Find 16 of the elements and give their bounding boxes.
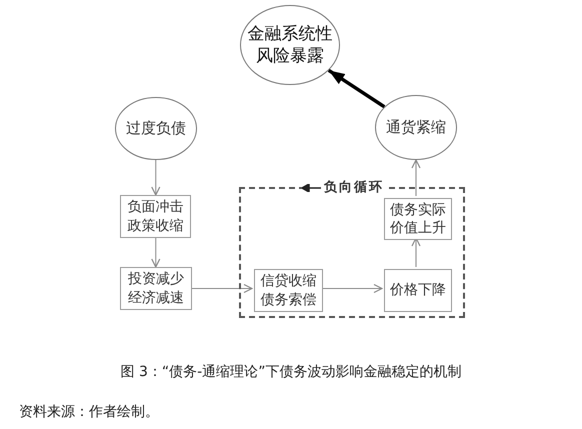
source-note: 资料来源：作者绘制。 [19,403,159,421]
arrow [328,68,386,108]
ellipse-node: 通货紧缩 [375,95,457,160]
process-box: 投资减少经济减速 [120,267,192,310]
loop-label: 负向循环 [321,178,387,196]
arrow [151,160,160,196]
arrow [192,284,253,294]
process-box: 债务实际价值上升 [384,198,452,240]
arrow [411,159,421,196]
ellipse-node: 过度负债 [115,97,197,160]
ellipse-node: 金融系统性风险暴露 [240,5,340,85]
process-box: 负面冲击政策收缩 [120,195,191,238]
figure-caption: 图 3：“债务-通缩理论”下债务波动影响金融稳定的机制 [120,363,462,381]
process-box: 价格下降 [384,269,452,312]
process-box: 信贷收缩债务索偿 [254,269,323,312]
arrow [151,238,160,268]
